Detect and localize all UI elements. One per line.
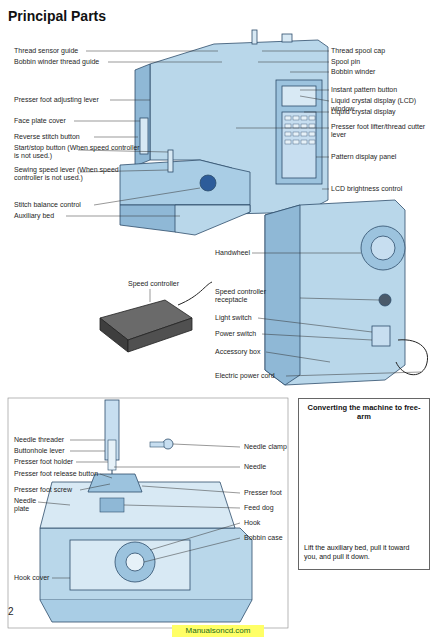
part-label: Handwheel — [215, 249, 275, 257]
note-box: Converting the machine to free-armLift t… — [298, 398, 430, 570]
part-label: Light switch — [215, 314, 275, 322]
part-label: Bobbin winder thread guide — [14, 58, 144, 66]
part-label: Presser foot adjusting lever — [14, 96, 124, 104]
part-label: Needle clamp — [244, 443, 288, 451]
part-label: Speed controller — [128, 280, 198, 288]
part-label: Liquid crystal display — [331, 108, 435, 116]
part-label: Buttonhole lever — [14, 447, 94, 455]
watermark-text: Manualsoncd.com — [172, 626, 264, 636]
part-label: LCD brightness control — [331, 185, 435, 193]
speed-controller-drawing — [100, 282, 212, 352]
part-label: Pattern display panel — [331, 153, 435, 161]
part-label: Presser foot holder — [14, 458, 94, 466]
part-label: Power switch — [215, 330, 275, 338]
part-label: Hook cover — [14, 574, 74, 582]
part-label: Presser foot screw — [14, 486, 94, 494]
machine-back — [265, 200, 428, 385]
part-label: Bobbin winder — [331, 68, 435, 76]
part-label: Needle — [244, 463, 288, 471]
part-label: Presser foot lifter/thread cutter lever — [331, 123, 437, 139]
lower-panel — [8, 398, 288, 628]
part-label: Face plate cover — [14, 117, 114, 125]
part-label: Electric power cord — [215, 372, 295, 380]
part-label: Accessory box — [215, 348, 275, 356]
part-label: Reverse stitch button — [14, 133, 114, 141]
part-label: Stitch balance control — [14, 201, 114, 209]
part-label: Needle threader — [14, 436, 94, 444]
part-label: Instant pattern button — [331, 86, 435, 94]
machine-front — [120, 30, 328, 235]
note-body: Lift the auxiliary bed, pull it toward y… — [299, 544, 429, 561]
part-label: Auxiliary bed — [14, 212, 114, 220]
part-label: Needle plate — [14, 497, 40, 513]
page-number: 2 — [8, 606, 28, 618]
part-label: Thread spool cap — [331, 47, 435, 55]
page-title: Principal Parts — [8, 8, 106, 24]
part-label: Feed dog — [244, 504, 288, 512]
part-label: Spool pin — [331, 58, 435, 66]
note-heading: Converting the machine to free-arm — [299, 403, 429, 421]
part-label: Speed controller receptacle — [215, 288, 295, 304]
part-label: Thread sensor guide — [14, 47, 134, 55]
part-label: Hook — [244, 519, 288, 527]
part-label: Bobbin case — [244, 534, 288, 542]
pattern-buttons — [285, 116, 315, 144]
part-label: Presser foot release button — [14, 470, 104, 478]
part-label: Sewing speed lever (When speed controlle… — [14, 166, 142, 182]
watermark: Manualsoncd.com — [172, 625, 264, 637]
part-label: Start/stop button (When speed controller… — [14, 144, 142, 160]
part-label: Presser foot — [244, 489, 288, 497]
